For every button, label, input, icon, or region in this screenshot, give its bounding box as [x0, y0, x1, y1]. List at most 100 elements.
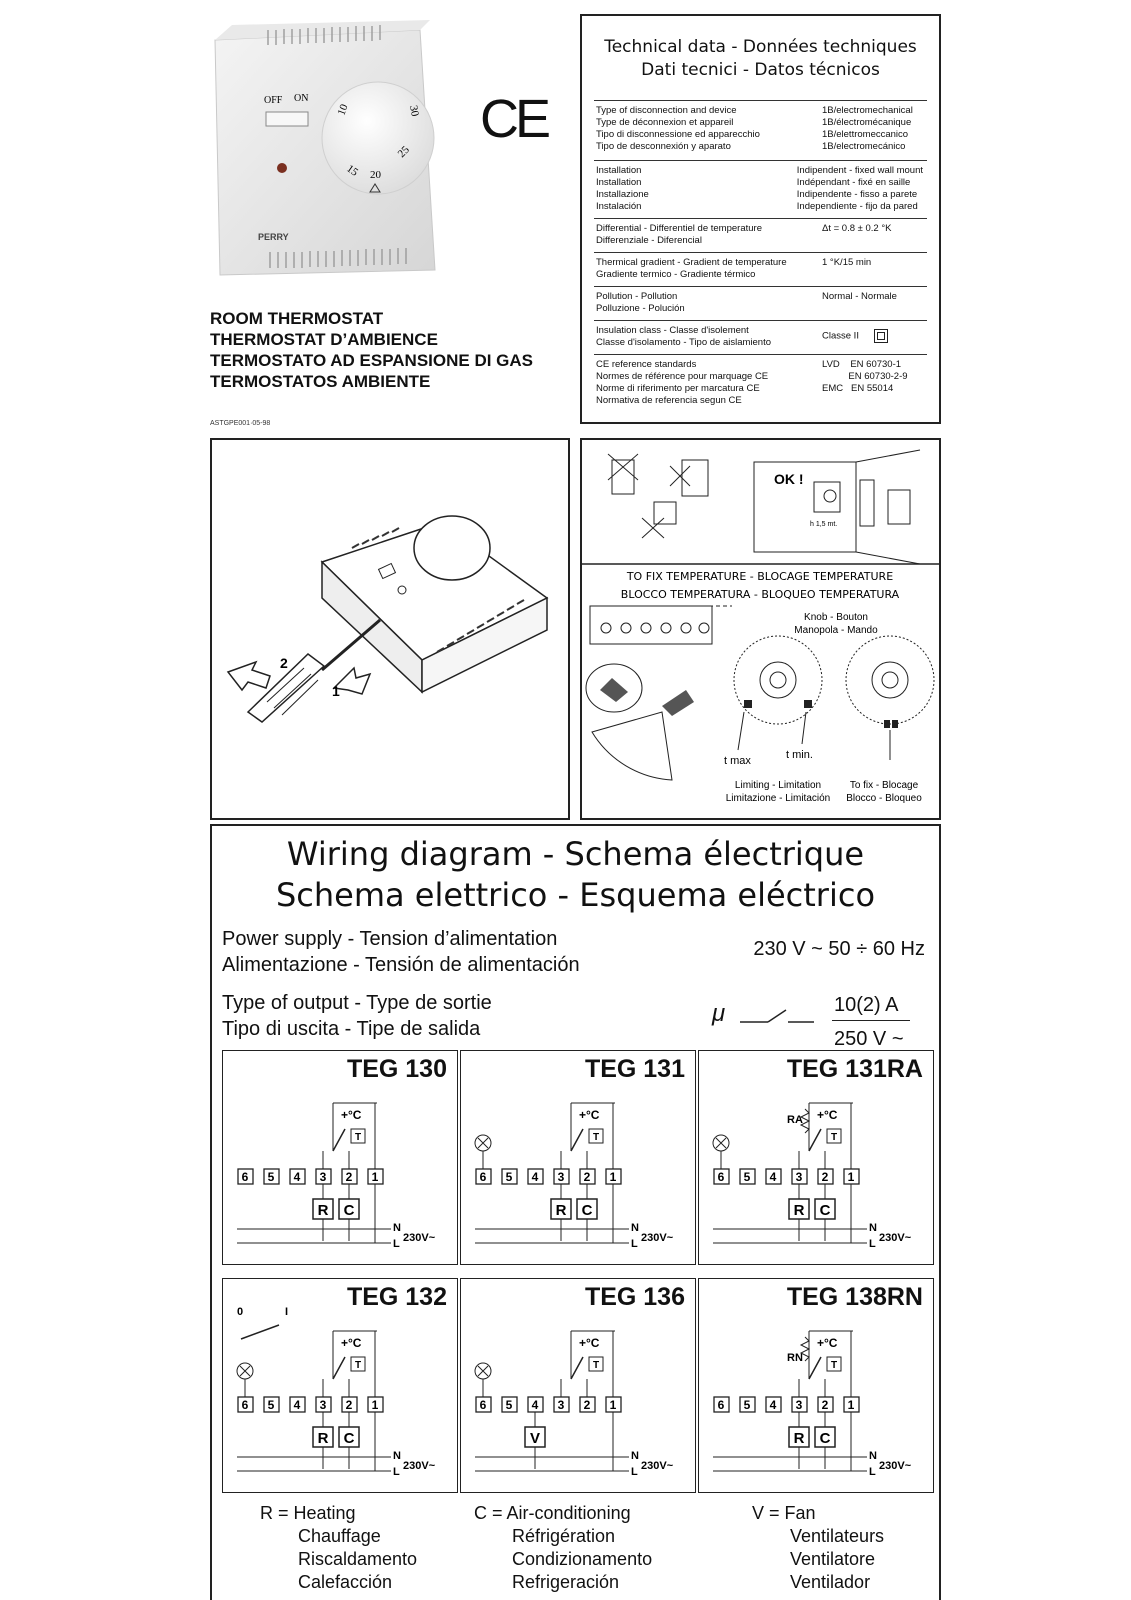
svg-text:ON: ON	[294, 93, 308, 104]
load-label: R	[794, 1430, 805, 1447]
svg-text:Knob - Bouton: Knob - Bouton	[804, 612, 868, 623]
svg-text:h 1,5 mt.: h 1,5 mt.	[810, 521, 837, 528]
title-en: ROOM THERMOSTAT	[210, 309, 384, 328]
legend-c: C = Air-conditioning Réfrigération Condi…	[474, 1503, 653, 1592]
terminal-label: 4	[294, 1170, 301, 1184]
svg-text:2: 2	[280, 655, 288, 671]
legend-v: V = Fan Ventilateurs Ventilatore Ventila…	[752, 1503, 885, 1592]
terminal-label: 6	[480, 1398, 487, 1412]
product-titles: ROOM THERMOSTAT THERMOSTAT D’AMBIENCE TE…	[210, 308, 533, 392]
svg-text:t max: t max	[724, 755, 751, 767]
model-name: TEG 131RA	[786, 1055, 923, 1083]
supply-label: 230V~	[641, 1232, 674, 1244]
lamp-cross	[477, 1365, 489, 1377]
sensor-box	[588, 1128, 604, 1144]
svg-text:Blocco - Bloqueo: Blocco - Bloqueo	[846, 793, 922, 804]
terminal-label: 5	[268, 1398, 275, 1412]
terminal-box	[739, 1168, 756, 1185]
svg-text:OFF: OFF	[264, 95, 283, 106]
terminal-label: 3	[320, 1398, 327, 1412]
terminal-label: 3	[320, 1170, 327, 1184]
terminal-label: 2	[822, 1398, 829, 1412]
contact	[570, 1356, 584, 1380]
title-fr: THERMOSTAT D’AMBIENCE	[210, 330, 438, 349]
installation-panel: OK ! h 1,5 mt. TO FIX TEMPERATURE - BLOC…	[580, 438, 941, 820]
installation-illustration: OK ! h 1,5 mt. TO FIX TEMPERATURE - BLOC…	[582, 449, 939, 804]
svg-text:30: 30	[407, 104, 421, 117]
terminal-box	[501, 1168, 518, 1185]
svg-text:Manopola - Mando: Manopola - Mando	[794, 625, 878, 636]
supply-label: 230V~	[879, 1232, 912, 1244]
terminal-label: 6	[480, 1170, 487, 1184]
sensor-box	[826, 1356, 842, 1372]
terminal-label: 3	[558, 1170, 565, 1184]
manual-switch	[240, 1324, 280, 1340]
svg-text:10: 10	[336, 102, 351, 117]
live-label: L	[631, 1238, 638, 1250]
sensor-label: +°C	[817, 1108, 838, 1122]
terminal-label: 2	[346, 1398, 353, 1412]
supply-label: 230V~	[403, 1460, 436, 1472]
terminal-label: 5	[506, 1398, 513, 1412]
terminal-box	[501, 1396, 518, 1413]
live-label: L	[393, 1466, 400, 1478]
contact	[570, 1128, 584, 1152]
output-current: 10(2) A	[834, 994, 899, 1016]
terminal-label: 2	[822, 1170, 829, 1184]
switch-off-label: 0	[237, 1306, 243, 1318]
output-voltage: 250 V ~	[834, 1028, 904, 1050]
terminal-label: 3	[796, 1398, 803, 1412]
terminal-box	[289, 1396, 306, 1413]
model-name: TEG 130	[346, 1055, 447, 1083]
opening-instructions-panel: 2 1	[210, 438, 570, 820]
neutral-label: N	[393, 1222, 401, 1234]
terminal-label: 3	[558, 1398, 565, 1412]
model-name: TEG 138RN	[786, 1283, 923, 1311]
model-name: TEG 132	[346, 1283, 447, 1311]
supply-label: 230V~	[403, 1232, 436, 1244]
terminal-label: 1	[372, 1398, 379, 1412]
sensor-t-label: T	[355, 1132, 361, 1143]
sensor-t-label: T	[831, 1132, 837, 1143]
load-label: R	[556, 1202, 567, 1219]
svg-text:PERRY: PERRY	[258, 232, 289, 242]
sensor-t-label: T	[593, 1132, 599, 1143]
document-code: ASTGPE001·05-98	[210, 420, 271, 427]
terminal-box	[713, 1396, 730, 1413]
svg-text:Limitazione - Limitación: Limitazione - Limitación	[726, 793, 831, 804]
svg-text:Limiting - Limitation: Limiting - Limitation	[735, 780, 821, 791]
terminal-label: 5	[744, 1170, 751, 1184]
terminal-label: 5	[744, 1398, 751, 1412]
supply-label: 230V~	[641, 1460, 674, 1472]
terminal-label: 1	[848, 1170, 855, 1184]
terminal-label: 1	[372, 1170, 379, 1184]
live-label: L	[869, 1466, 876, 1478]
svg-text:To fix - Blocage: To fix - Blocage	[850, 780, 919, 791]
load-label: R	[794, 1202, 805, 1219]
sensor-t-label: T	[831, 1360, 837, 1371]
resistor-label: RA	[787, 1114, 803, 1126]
resistor-icon	[799, 1336, 811, 1362]
load-label: C	[344, 1202, 355, 1219]
sensor-t-label: T	[593, 1360, 599, 1371]
neutral-label: N	[631, 1222, 639, 1234]
live-label: L	[869, 1238, 876, 1250]
lamp-cross	[239, 1365, 251, 1377]
model-name: TEG 136	[584, 1283, 685, 1311]
wiring-diagram-section: Wiring diagram - Schema électrique Schem…	[210, 824, 941, 1600]
svg-text:BLOCCO TEMPERATURA - BLOQUEO T: BLOCCO TEMPERATURA - BLOQUEO TEMPERATURA	[621, 588, 900, 601]
sensor-box	[350, 1356, 366, 1372]
terminal-box	[527, 1168, 544, 1185]
load-label: C	[344, 1430, 355, 1447]
